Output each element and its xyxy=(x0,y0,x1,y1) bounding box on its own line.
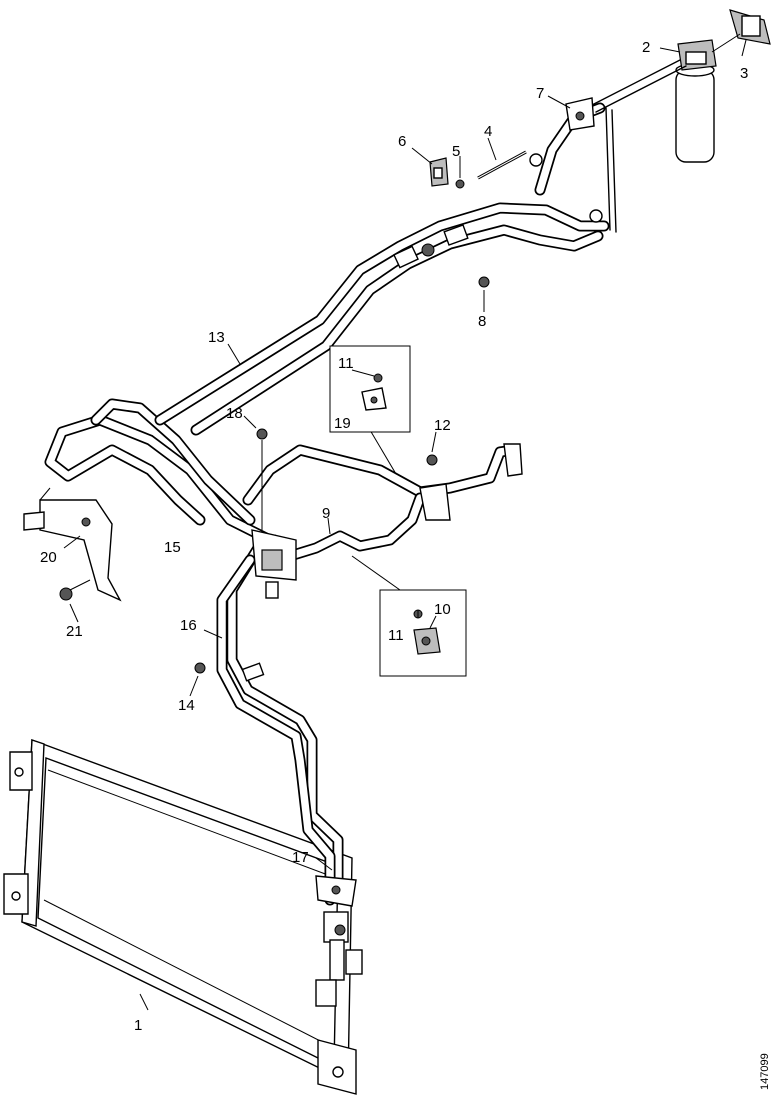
callout-1: 1 xyxy=(134,1017,142,1034)
callout-3: 3 xyxy=(740,65,748,82)
callout-2: 2 xyxy=(642,39,650,56)
pressure-switch xyxy=(729,9,771,45)
callout-17: 17 xyxy=(292,849,309,866)
callout-11-lower: 11 xyxy=(388,627,404,644)
callout-5: 5 xyxy=(452,143,460,160)
callout-15: 15 xyxy=(164,539,181,556)
callout-7: 7 xyxy=(536,85,544,102)
bracket-20 xyxy=(23,487,122,602)
nut-18 xyxy=(256,428,268,440)
clamp-12 xyxy=(419,454,451,521)
callout-12: 12 xyxy=(434,417,451,434)
callout-leaders xyxy=(63,39,747,1011)
condenser xyxy=(3,739,363,1095)
receiver-drier xyxy=(675,39,717,163)
bracket-7 xyxy=(565,97,595,131)
junction-block xyxy=(251,529,297,599)
callout-9: 9 xyxy=(322,505,330,522)
detail-box-10 xyxy=(379,589,467,677)
callout-18: 18 xyxy=(226,405,243,422)
drawing-code: 147099 xyxy=(759,1053,771,1090)
callout-16: 16 xyxy=(180,617,197,634)
bolt-4 xyxy=(477,150,527,180)
callout-4: 4 xyxy=(484,123,492,140)
callout-11-upper: 11 xyxy=(338,355,354,372)
nut-5 xyxy=(455,179,465,189)
callout-19: 19 xyxy=(334,415,351,432)
callout-13: 13 xyxy=(208,329,225,346)
callout-8: 8 xyxy=(478,313,486,330)
detail-box-19 xyxy=(329,345,411,433)
callout-labels: 1 2 3 4 5 6 7 8 9 10 11 11 12 13 14 15 1… xyxy=(40,39,748,1034)
callout-21: 21 xyxy=(66,623,83,640)
callout-14: 14 xyxy=(178,697,195,714)
callout-10: 10 xyxy=(434,601,451,618)
nut-21 xyxy=(59,587,73,601)
clamp-6 xyxy=(429,157,449,187)
callout-6: 6 xyxy=(398,133,406,150)
nut-8 xyxy=(478,276,490,288)
callout-20: 20 xyxy=(40,549,57,566)
bracket-17 xyxy=(315,875,357,907)
nut-14 xyxy=(194,662,206,674)
